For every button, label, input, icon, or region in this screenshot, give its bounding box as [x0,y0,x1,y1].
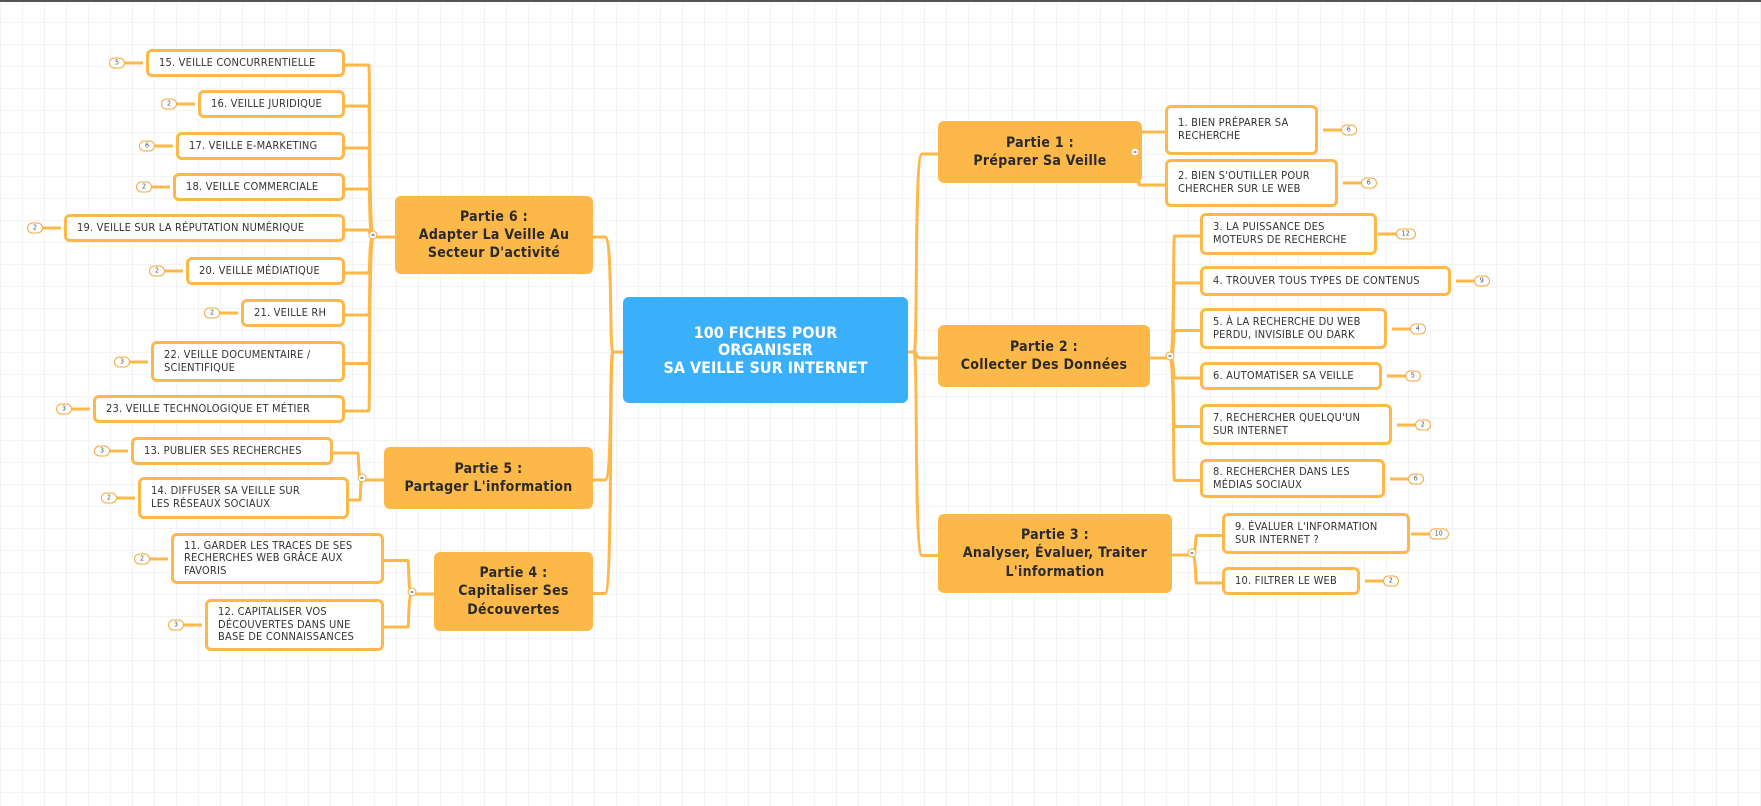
topic-12[interactable]: 12. CAPITALISER VOS DÉCOUVERTES DANS UNE… [168,599,384,651]
topic-label: 8. RECHERCHER DANS LES MÉDIAS SOCIAUX [1213,464,1350,491]
child-count-badge[interactable]: 6 [1342,177,1377,189]
connector-p1 [908,152,938,354]
topic-4[interactable]: 4. TROUVER TOUS TYPES DE CONTENUS 9 [1200,266,1490,296]
topic-10[interactable]: 10. FILTRER LE WEB 2 [1222,567,1399,595]
connector-leaf [1169,356,1200,380]
connector-leaf [384,592,414,629]
topic-label: 14. DIFFUSER SA VEILLE SUR LES RÉSEAUX S… [151,484,300,510]
branch-partie-1[interactable]: Partie 1 : Préparer Sa Veille [938,121,1142,183]
child-count-badge[interactable]: 5 [109,57,144,69]
child-count-badge[interactable]: 6 [139,140,174,152]
topic-2[interactable]: 2. BIEN S'OUTILLER POUR CHERCHER SUR LE … [1165,159,1377,207]
topic-23[interactable]: 23. VEILLE TECHNOLOGIQUE ET MÉTIER 3 [56,395,345,423]
topic-17[interactable]: 17. VEILLE E-MARKETING 6 [139,132,345,160]
topic-13[interactable]: 13. PUBLIER SES RECHERCHES 3 [94,437,333,465]
connector-leaf [1190,553,1222,585]
child-count-badge[interactable]: 6 [1322,124,1357,136]
topic-1[interactable]: 1. BIEN PRÉPARER SA RECHERCHE 6 [1165,105,1357,155]
topic-label: 16. VEILLE JURIDIQUE [211,96,323,110]
child-count-badge[interactable]: 4 [1391,323,1426,334]
child-count-badge[interactable]: 2 [27,222,62,234]
topic-label: 19. VEILLE SUR LA RÉPUTATION NUMÉRIQUE [77,220,305,234]
topic-label: 13. PUBLIER SES RECHERCHES [144,443,302,457]
child-count-badge[interactable]: 3 [56,403,91,415]
topic-label: 1. BIEN PRÉPARER SA RECHERCHE [1178,116,1289,142]
topic-6[interactable]: 6. AUTOMATISER SA VEILLE 5 [1200,362,1421,390]
topic-label: 3. LA PUISSANCE DES MOTEURS DE RECHERCHE [1213,220,1347,246]
topic-20[interactable]: 20. VEILLE MÉDIATIQUE 2 [149,257,345,285]
topic-16[interactable]: 16. VEILLE JURIDIQUE 2 [161,90,345,118]
topic-label: 11. GARDER LES TRACES DE SES RECHERCHES … [184,538,353,577]
connector-leaf [1191,534,1222,557]
topic-9[interactable]: 9. ÉVALUER L'INFORMATION SUR INTERNET ? 1… [1222,513,1449,554]
collapse-button-partie-4[interactable] [407,587,417,597]
child-count-badge[interactable]: 2 [1396,419,1431,430]
child-count-badge[interactable]: 3 [168,619,203,631]
collapse-button-partie-2[interactable] [1165,351,1175,361]
child-count-badge[interactable]: 5 [1386,370,1421,382]
branch-partie-5[interactable]: Partie 5 : Partager L'information [384,447,593,509]
topic-5[interactable]: 5. À LA RECHERCHE DU WEB PERDU, INVISIBL… [1200,308,1426,349]
collapse-button-partie-3[interactable] [1187,548,1197,558]
child-count-badge[interactable]: 10 [1410,528,1449,539]
topic-label: 23. VEILLE TECHNOLOGIQUE ET MÉTIER [106,401,311,415]
topic-label: 10. FILTRER LE WEB [1235,573,1337,587]
child-count-badge[interactable]: 2 [136,181,171,193]
topic-label: 15. VEILLE CONCURRENTIELLE [159,55,316,69]
connector-leaf [345,235,375,413]
connector-p5 [593,350,623,482]
child-count-badge[interactable]: 2 [161,98,196,110]
branch-partie-6[interactable]: Partie 6 : Adapter La Veille Au Secteur … [395,196,593,274]
child-count-badge[interactable]: 2 [1364,575,1399,587]
child-count-badge[interactable]: 2 [134,553,169,564]
topic-label: 6. AUTOMATISER SA VEILLE [1213,368,1354,382]
connector-leaf [349,478,364,502]
branch-partie-4[interactable]: Partie 4 : Capitaliser Ses Découvertes [434,552,593,631]
topic-18[interactable]: 18. VEILLE COMMERCIALE 2 [136,173,345,201]
topic-22[interactable]: 22. VEILLE DOCUMENTAIRE / SCIENTIFIQUE 3 [114,341,345,382]
topic-21[interactable]: 21. VEILLE RH 2 [204,299,345,327]
topic-label: 20. VEILLE MÉDIATIQUE [199,263,320,277]
topic-label: 12. CAPITALISER VOS DÉCOUVERTES DANS UNE… [218,605,355,644]
child-count-badge[interactable]: 6 [1389,473,1424,484]
topic-label: 22. VEILLE DOCUMENTAIRE / SCIENTIFIQUE [164,347,311,374]
child-count-badge[interactable]: 2 [101,492,136,504]
topic-label: 7. RECHERCHER QUELQU'UN SUR INTERNET [1213,410,1361,437]
branch-partie-3[interactable]: Partie 3 : Analyser, Évaluer, Traiter L'… [938,514,1172,593]
collapse-button-partie-1[interactable] [1130,147,1140,157]
connector-p6 [593,235,623,354]
child-count-badge[interactable]: 3 [114,356,149,367]
branch-partie-2[interactable]: Partie 2 : Collecter Des Données [938,325,1150,387]
connector-leaf [1168,329,1200,360]
collapse-button-partie-5[interactable] [357,473,367,483]
topic-label: 5. À LA RECHERCHE DU WEB PERDU, INVISIBL… [1213,314,1361,341]
topic-label: 21. VEILLE RH [254,305,327,319]
topic-label: 17. VEILLE E-MARKETING [189,138,318,152]
topic-3[interactable]: 3. LA PUISSANCE DES MOTEURS DE RECHERCHE… [1200,213,1416,255]
child-count-badge[interactable]: 3 [94,445,129,457]
topic-15[interactable]: 15. VEILLE CONCURRENTIELLE 5 [109,49,345,77]
topic-11[interactable]: 11. GARDER LES TRACES DE SES RECHERCHES … [134,533,384,584]
collapse-button-partie-6[interactable] [368,230,378,240]
connector-leaf [1168,356,1200,482]
child-count-badge[interactable]: 2 [204,307,239,319]
child-count-badge[interactable]: 9 [1455,275,1490,287]
topic-label: 9. ÉVALUER L'INFORMATION SUR INTERNET ? [1235,519,1378,546]
child-count-badge[interactable]: 2 [149,265,184,277]
topic-7[interactable]: 7. RECHERCHER QUELQU'UN SUR INTERNET 2 [1200,404,1431,445]
topic-label: 4. TROUVER TOUS TYPES DE CONTENUS [1213,273,1420,287]
topic-label: 2. BIEN S'OUTILLER POUR CHERCHER SUR LE … [1178,169,1310,195]
topic-14[interactable]: 14. DIFFUSER SA VEILLE SUR LES RÉSEAUX S… [101,477,349,519]
topic-19[interactable]: 19. VEILLE SUR LA RÉPUTATION NUMÉRIQUE 2 [27,214,345,242]
child-count-badge[interactable]: 12 [1377,228,1416,240]
topic-8[interactable]: 8. RECHERCHER DANS LES MÉDIAS SOCIAUX 6 [1200,459,1424,498]
connector-p3 [908,350,938,557]
topic-label: 18. VEILLE COMMERCIALE [186,179,319,193]
central-topic[interactable]: 100 FICHES POUR ORGANISER SA VEILLE SUR … [623,297,908,403]
